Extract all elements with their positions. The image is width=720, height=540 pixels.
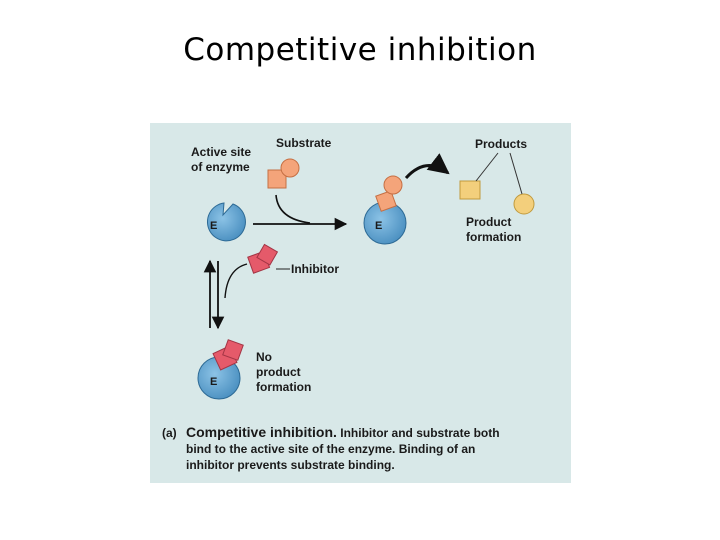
enzyme-letter: E xyxy=(375,220,382,232)
enzyme-inhibitor-complex: E xyxy=(197,339,244,400)
inhibitor-curve xyxy=(224,263,248,299)
inhibitor-label: Inhibitor xyxy=(291,262,339,276)
release-arrow xyxy=(404,153,450,180)
diagram-graphics: E E xyxy=(197,152,535,400)
active-site-label: Active site of enzyme xyxy=(191,145,252,174)
substrate-free xyxy=(267,158,300,189)
caption-tag: (a) xyxy=(162,426,177,440)
competitive-inhibition-figure: E E xyxy=(150,123,571,483)
product-formation-label: Product formation xyxy=(466,215,522,244)
products xyxy=(459,152,535,215)
enzyme-substrate-complex: E xyxy=(363,175,407,245)
equilibrium-arrows xyxy=(203,259,225,330)
caption-line-3: inhibitor prevents substrate binding. xyxy=(186,458,395,472)
caption-heading: Competitive inhibition. xyxy=(186,424,337,440)
figure-caption: (a) Competitive inhibition. Inhibitor and… xyxy=(162,424,562,473)
slide-title: Competitive inhibition xyxy=(183,32,537,68)
enzyme-free: E xyxy=(206,202,246,242)
enzyme-letter: E xyxy=(210,376,217,388)
no-product-label: No product formation xyxy=(256,350,312,394)
inhibitor-free xyxy=(247,243,290,274)
substrate-curve xyxy=(275,194,311,224)
caption-line-2: bind to the active site of the enzyme. B… xyxy=(186,442,476,456)
enzyme-letter: E xyxy=(210,220,217,232)
caption-line-1: Inhibitor and substrate both xyxy=(340,426,500,440)
substrate-label: Substrate xyxy=(276,136,332,150)
products-label: Products xyxy=(475,137,528,151)
